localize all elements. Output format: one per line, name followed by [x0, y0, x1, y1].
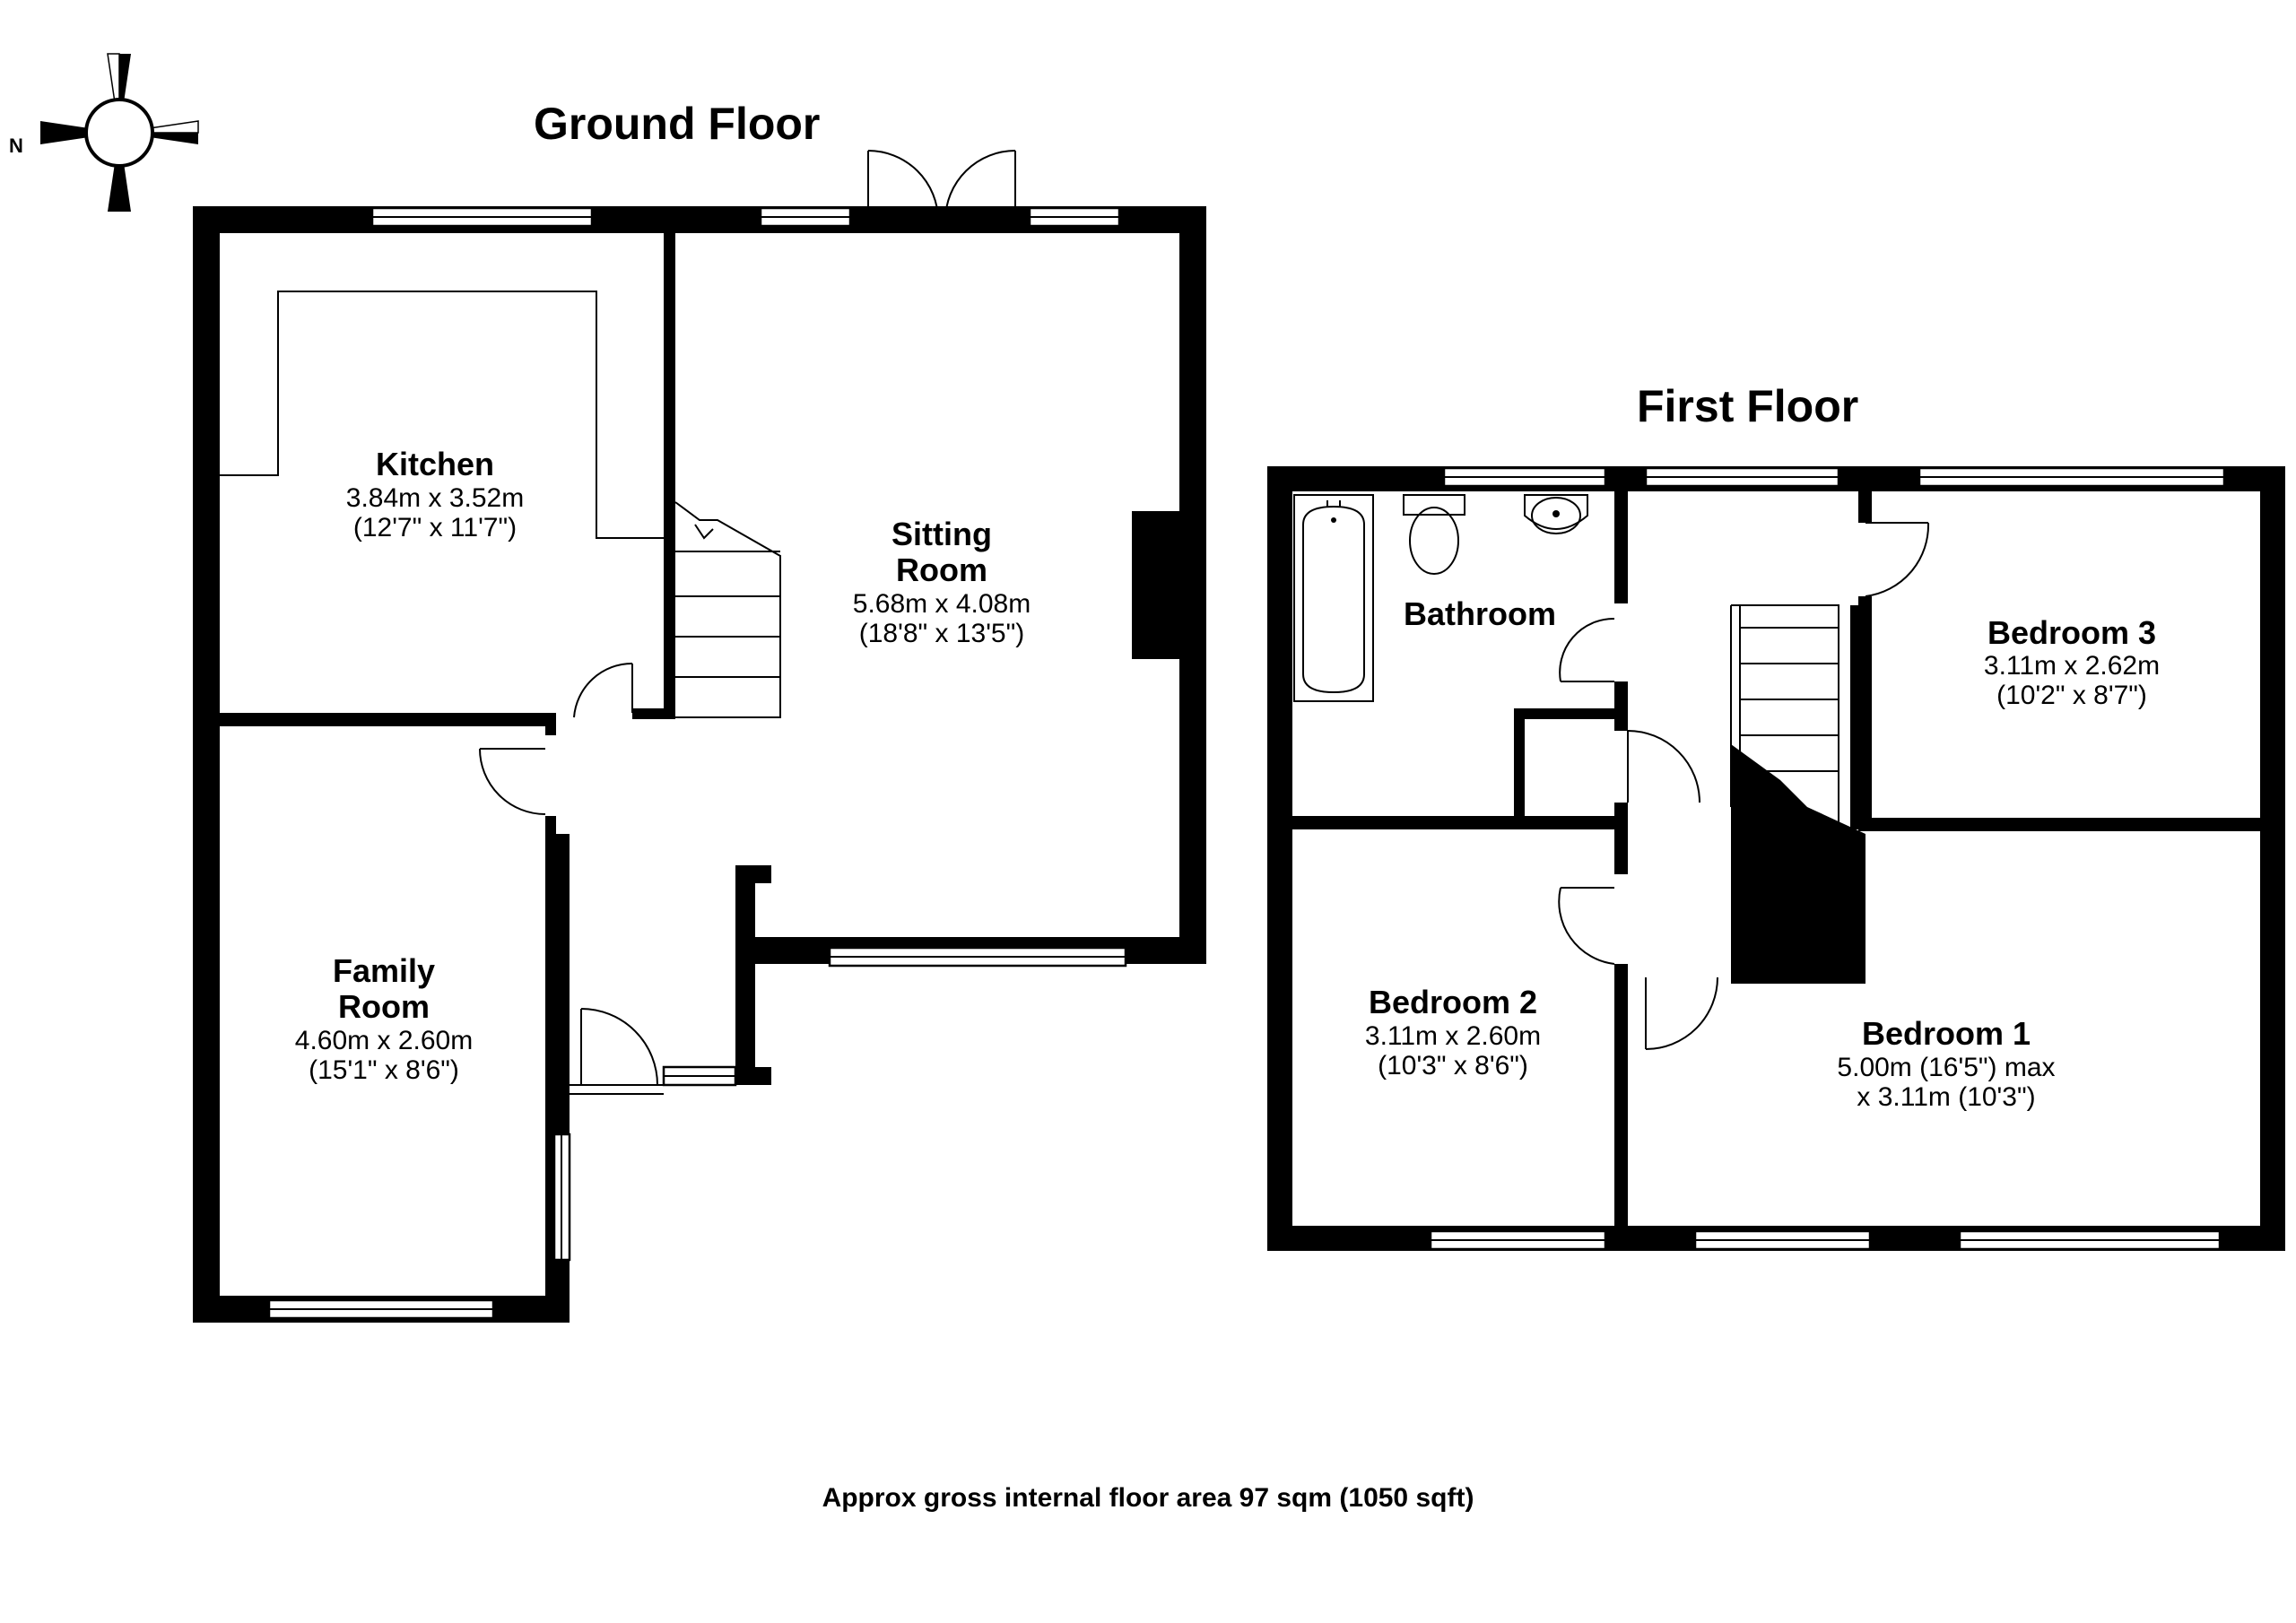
ground-floor-stairs — [674, 501, 781, 718]
toilet-icon — [1403, 494, 1465, 575]
first-floor-windows — [1429, 466, 2226, 1251]
room-name-bedroom-2: Bedroom 2 — [1369, 984, 1537, 1020]
room-dims-imperial-bedroom-3: (10'2" x 8'7") — [1996, 681, 2147, 710]
compass-rose-icon — [40, 53, 199, 212]
floor-area-footer: Approx gross internal floor area 97 sqm … — [822, 1483, 1474, 1513]
first-floor-doors — [1558, 522, 1930, 1050]
bathtub-icon — [1293, 494, 1374, 702]
room-dims-line2-bedroom-1: x 3.11m (10'3") — [1857, 1082, 2035, 1112]
room-name-bedroom-1: Bedroom 1 — [1862, 1015, 2031, 1052]
ground-floor-walls — [193, 206, 1206, 1323]
ground-floor-windows — [267, 206, 1127, 1320]
room-name-bedroom-3: Bedroom 3 — [1987, 614, 2156, 651]
room-dims-metric-bedroom-2: 3.11m x 2.60m — [1365, 1021, 1541, 1051]
room-name-bathroom: Bathroom — [1404, 595, 1556, 632]
room-dims-imperial-kitchen: (12'7" x 11'7") — [353, 513, 517, 542]
room-dims-imperial-bedroom-2: (10'3" x 8'6") — [1378, 1051, 1528, 1081]
basin-icon — [1524, 494, 1588, 534]
room-dims-metric-family: 4.60m x 2.60m — [295, 1026, 473, 1055]
first-floor-walls — [1267, 466, 2285, 1251]
room-name-family-line2: Room — [338, 988, 430, 1025]
room-name-sitting-line1: Sitting — [891, 516, 992, 552]
room-dims-imperial-sitting: (18'8" x 13'5") — [859, 619, 1025, 648]
ground-floor-doors — [479, 662, 664, 1134]
room-dims-imperial-family: (15'1" x 8'6") — [309, 1055, 459, 1085]
room-dims-line1-bedroom-1: 5.00m (16'5") max — [1837, 1053, 2055, 1082]
kitchen-worktop — [220, 291, 664, 539]
first-floor-title: First Floor — [1637, 381, 1858, 431]
compass-north-label: N — [9, 135, 23, 157]
room-name-kitchen: Kitchen — [376, 446, 494, 482]
room-dims-metric-kitchen: 3.84m x 3.52m — [346, 483, 524, 513]
french-doors — [867, 150, 1016, 221]
room-dims-metric-sitting: 5.68m x 4.08m — [853, 589, 1031, 619]
ground-floor-title: Ground Floor — [534, 99, 820, 149]
room-name-family-line1: Family — [333, 952, 435, 989]
first-floor-stairs — [1730, 604, 1861, 829]
room-name-sitting-line2: Room — [896, 551, 987, 588]
room-dims-metric-bedroom-3: 3.11m x 2.62m — [1984, 651, 2160, 681]
